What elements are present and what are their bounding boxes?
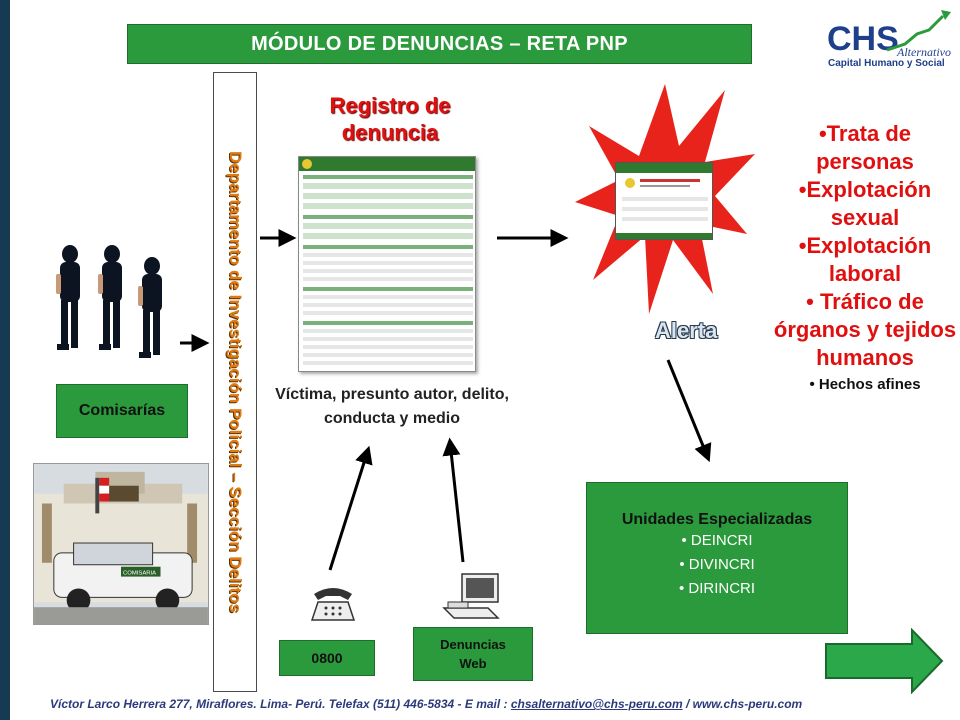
footer-web: / www.chs-peru.com: [682, 697, 803, 711]
side-bar: [0, 0, 10, 720]
alert-form-thumbnail: [615, 162, 713, 240]
alerta-label: Alerta: [655, 318, 718, 343]
arrow-phone-to-victima: [328, 445, 373, 571]
crime-item: •Explotación laboral: [798, 233, 932, 286]
telephone-icon: [310, 588, 356, 621]
crime-item-extra: • Hechos afines: [809, 376, 921, 393]
police-officers-icon: [56, 245, 162, 358]
department-box: Departamento de Investigación Policial –…: [213, 72, 257, 692]
crime-item: •Trata de personas: [816, 121, 914, 174]
footer-contact: Víctor Larco Herrera 277, Miraflores. Li…: [50, 697, 950, 711]
station-sign: COMISARIA: [123, 571, 156, 577]
unit-item: • DIVINCRI: [679, 556, 755, 573]
unidades-box: Unidades Especializadas • DEINCRI • DIVI…: [586, 482, 848, 634]
officer-figure: [99, 245, 122, 350]
footer-address: Víctor Larco Herrera 277, Miraflores. Li…: [50, 697, 511, 711]
officer-figure: [139, 257, 162, 358]
crime-item: •Explotación sexual: [798, 177, 932, 230]
victima-description: Víctima, presunto autor, delito, conduct…: [275, 386, 509, 427]
denuncia-form-thumbnail: [298, 156, 476, 372]
phone-0800-box: 0800: [279, 640, 375, 676]
logo-subtitle: Capital Humano y Social: [828, 58, 945, 69]
police-station-image: COMISARIA: [33, 463, 209, 625]
crime-item: • Tráfico de órganos y tejidos humanos: [773, 289, 957, 370]
crime-list: •Trata de personas •Explotación sexual •…: [770, 120, 960, 393]
unit-item: • DEINCRI: [681, 532, 753, 549]
footer-email-link[interactable]: chsalternativo@chs-peru.com: [510, 697, 683, 711]
unidades-title: Unidades Especializadas: [621, 511, 813, 528]
logo-growth-line: [886, 14, 945, 52]
registro-title: Registro de denuncia: [329, 93, 451, 145]
arrow-alerta-to-unidades: [666, 359, 712, 463]
arrow-web-to-victima: [442, 437, 465, 563]
unit-item: • DIRINCRI: [678, 580, 756, 597]
page-title: MÓDULO DE DENUNCIAS – RETA PNP: [127, 24, 752, 64]
denuncias-web-box: Denuncias Web: [413, 627, 533, 681]
department-label: Departamento de Investigación Policial –…: [226, 151, 245, 613]
logo-main: CHS: [827, 20, 899, 58]
computer-icon: [442, 573, 500, 619]
logo-script: Alternativo: [896, 45, 951, 59]
comisarias-box: Comisarías: [56, 384, 188, 438]
officer-figure: [57, 245, 80, 350]
next-arrow-button[interactable]: [824, 628, 944, 694]
chs-logo: CHS Alternativo: [827, 10, 951, 59]
